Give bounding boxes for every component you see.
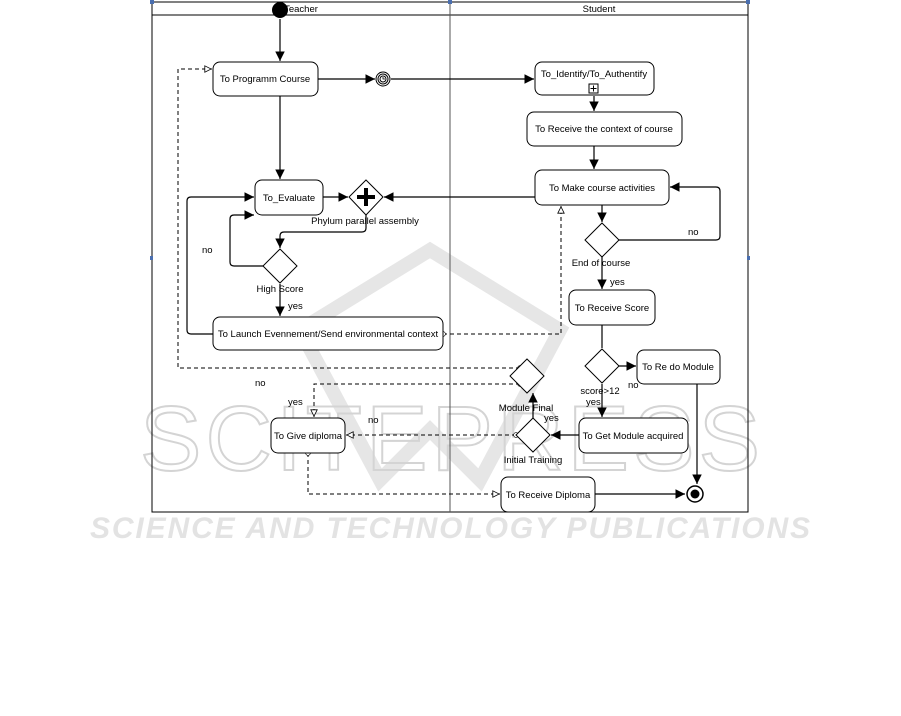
activity-receive-score[interactable]: To Receive Score xyxy=(568,289,656,326)
edge-label-no: no xyxy=(202,245,213,256)
activity-label: To Launch Evennement/Send environmental … xyxy=(218,329,439,340)
gateway-label: score>12 xyxy=(580,386,619,397)
activity-identify[interactable]: To_Identify/To_Authentify xyxy=(534,61,655,96)
watermark-sub: SCIENCE AND TECHNOLOGY PUBLICATIONS xyxy=(90,512,810,545)
edge-label-yes: yes xyxy=(288,301,303,312)
edge-label-yes: yes xyxy=(544,413,559,424)
activity-label: To Receive Diploma xyxy=(506,490,591,501)
edge-label-no: no xyxy=(628,380,639,391)
gateway-initial-training: Initial Training xyxy=(504,417,563,466)
edge-label-no: no xyxy=(368,415,379,426)
gateway-label: End of course xyxy=(572,258,631,269)
activity-make-course-activities[interactable]: To Make course activities xyxy=(534,169,670,206)
activity-label: To_Identify/To_Authentify xyxy=(541,69,647,80)
gateway-label: High Score xyxy=(257,284,304,295)
activity-give-diploma[interactable]: To Give diploma xyxy=(270,417,346,454)
activity-label: To Programm Course xyxy=(220,74,310,85)
gateway-label: Module Final xyxy=(499,403,553,414)
activity-label: To Re do Module xyxy=(642,362,714,373)
end-node xyxy=(686,485,704,503)
edge-label-yes: yes xyxy=(586,397,601,408)
activity-evaluate[interactable]: To_Evaluate xyxy=(254,179,324,216)
gateway-high-score: High Score xyxy=(257,248,304,295)
edges xyxy=(177,19,721,499)
edge-label-yes: yes xyxy=(288,397,303,408)
edge-label-no: no xyxy=(688,227,699,238)
lane-teacher: Teacher xyxy=(284,4,318,15)
activity-label: To Get Module acquired xyxy=(583,431,684,442)
subprocess-plus-icon xyxy=(588,83,599,94)
lane-student: Student xyxy=(583,4,616,15)
plus-icon xyxy=(357,188,375,206)
gateway-score: score>12 xyxy=(580,348,620,397)
activity-launch-evennement[interactable]: To Launch Evennement/Send environmental … xyxy=(212,316,444,351)
activity-redo-module[interactable]: To Re do Module xyxy=(636,349,721,385)
gateway-end-of-course: End of course xyxy=(572,222,631,269)
edge-labels: no yes no yes no yes yes no yes no xyxy=(202,227,699,426)
activity-get-module[interactable]: To Get Module acquired xyxy=(578,417,689,454)
gateway-module-final: Module Final xyxy=(499,358,553,414)
activity-label: To Receive Score xyxy=(575,303,649,314)
activity-label: To Give diploma xyxy=(274,431,343,442)
start-node xyxy=(272,2,288,18)
gateway-label: Phylum parallel assembly xyxy=(311,216,419,227)
activity-label: To Make course activities xyxy=(549,183,655,194)
activity-programm-course[interactable]: To Programm Course xyxy=(212,61,319,97)
activity-receive-diploma[interactable]: To Receive Diploma xyxy=(500,476,596,513)
timer-event-icon xyxy=(375,71,391,87)
gateway-label: Initial Training xyxy=(504,455,563,466)
edge-label-yes: yes xyxy=(610,277,625,288)
activity-receive-context[interactable]: To Receive the context of course xyxy=(526,111,683,147)
gateway-parallel: Phylum parallel assembly xyxy=(311,179,419,227)
edge-label-no: no xyxy=(255,378,266,389)
activity-label: To Receive the context of course xyxy=(535,124,673,135)
activity-label: To_Evaluate xyxy=(263,193,315,204)
